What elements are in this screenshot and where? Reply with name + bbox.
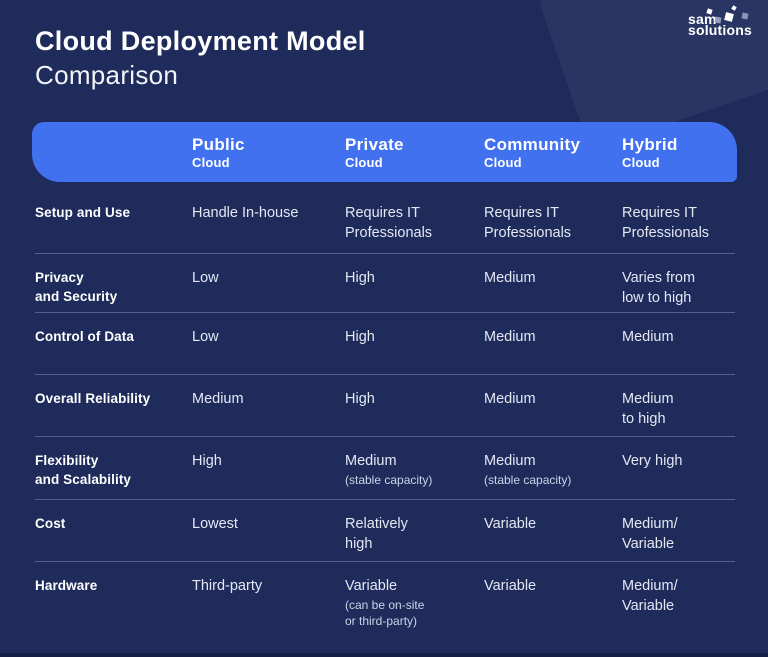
table-header-row: Public Cloud Private Cloud Community Clo… xyxy=(35,122,735,182)
table-cell: Variable xyxy=(484,576,622,657)
comparison-table: Public Cloud Private Cloud Community Clo… xyxy=(32,122,737,657)
row-label: Cost xyxy=(35,516,66,531)
cell-value: Relatively high xyxy=(345,516,408,552)
logo-text-solutions: solutions xyxy=(687,22,752,38)
title-line-2: Comparison xyxy=(35,60,179,91)
table-cell: Medium/ Variable xyxy=(622,576,735,657)
cell-value: Low xyxy=(192,270,219,286)
cell-note: (stable capacity) xyxy=(484,473,572,487)
column-subtitle: Cloud xyxy=(622,154,660,170)
table-cell: High xyxy=(345,389,484,436)
table-cell: High xyxy=(192,451,345,499)
table-row-privacy-and-security: Privacy and Security Low High Medium Var… xyxy=(35,254,735,313)
table-row-cost: Cost Lowest Relatively high Variable Med… xyxy=(35,500,735,562)
row-label: Control of Data xyxy=(35,329,134,344)
table-cell: Medium (stable capacity) xyxy=(345,451,484,499)
column-title: Private xyxy=(345,134,404,154)
logo-text-sam: sam xyxy=(687,11,717,27)
table-cell: Low xyxy=(192,327,345,374)
cell-value: Medium to high xyxy=(622,391,674,427)
table-row-control-of-data: Control of Data Low High Medium Medium xyxy=(35,313,735,375)
column-header-community: Community Cloud xyxy=(484,135,622,170)
cell-value: Low xyxy=(192,329,219,345)
cell-value: High xyxy=(345,391,375,407)
cell-value: Third-party xyxy=(192,578,263,594)
cell-value: Requires IT Professionals xyxy=(484,205,572,241)
column-header-private: Private Cloud xyxy=(345,135,484,170)
column-title: Public xyxy=(192,134,245,154)
cell-value: Variable xyxy=(484,516,537,532)
cell-value: Medium/ Variable xyxy=(622,578,678,614)
row-label: Setup and Use xyxy=(35,205,131,220)
table-cell: High xyxy=(345,327,484,374)
table-cell: Third-party xyxy=(192,576,345,657)
column-title: Community xyxy=(484,134,581,154)
cell-value: Medium/ Variable xyxy=(622,516,678,552)
column-subtitle: Cloud xyxy=(192,154,230,170)
cell-value: High xyxy=(345,329,375,345)
cell-value: Medium xyxy=(345,453,397,469)
column-subtitle: Cloud xyxy=(484,154,522,170)
table-cell: Requires IT Professionals xyxy=(622,203,735,253)
table-cell: Varies from low to high xyxy=(622,268,735,312)
table-cell: Very high xyxy=(622,451,735,499)
table-cell: High xyxy=(345,268,484,312)
table-cell: Requires IT Professionals xyxy=(484,203,622,253)
table-cell: Handle In-house xyxy=(192,203,345,253)
cell-value: Medium xyxy=(484,391,536,407)
table-cell: Requires IT Professionals xyxy=(345,203,484,253)
table-row-hardware: Hardware Third-party Variable (can be on-… xyxy=(35,562,735,657)
table-cell: Medium xyxy=(484,389,622,436)
column-header-public: Public Cloud xyxy=(192,135,345,170)
page-title: Cloud Deployment Model Comparison xyxy=(35,24,366,93)
logo-dot-icon xyxy=(714,16,722,24)
cell-value: Requires IT Professionals xyxy=(622,205,710,241)
table-cell: Relatively high xyxy=(345,514,484,561)
cell-value: Varies from low to high xyxy=(622,270,696,306)
table-cell: Variable xyxy=(484,514,622,561)
table-cell: Medium xyxy=(484,268,622,312)
column-title: Hybrid xyxy=(622,134,678,154)
cell-value: Requires IT Professionals xyxy=(345,205,433,241)
row-label: Hardware xyxy=(35,578,98,593)
cell-value: Medium xyxy=(192,391,244,407)
table-header-bar xyxy=(32,122,737,182)
logo-dot-icon xyxy=(741,12,749,20)
column-subtitle: Cloud xyxy=(345,154,383,170)
row-label: Privacy and Security xyxy=(35,270,118,304)
cell-value: Medium xyxy=(622,329,674,345)
cell-value: Variable xyxy=(345,578,398,594)
cell-value: Medium xyxy=(484,329,536,345)
cell-note: (stable capacity) xyxy=(345,473,433,487)
cell-value: Medium xyxy=(484,453,536,469)
cell-value: Variable xyxy=(484,578,537,594)
table-cell: Medium xyxy=(192,389,345,436)
table-cell: Medium xyxy=(484,327,622,374)
table-cell: Low xyxy=(192,268,345,312)
table-cell: Medium to high xyxy=(622,389,735,436)
cell-value: Lowest xyxy=(192,516,238,532)
cell-note: (can be on-site or third-party) xyxy=(345,598,425,628)
column-header-hybrid: Hybrid Cloud xyxy=(622,135,735,170)
row-label: Overall Reliability xyxy=(35,391,151,406)
table-cell: Lowest xyxy=(192,514,345,561)
table-row-setup-and-use: Setup and Use Handle In-house Requires I… xyxy=(35,182,735,254)
table-cell: Variable (can be on-site or third-party) xyxy=(345,576,484,657)
table-cell: Medium xyxy=(622,327,735,374)
cell-value: Handle In-house xyxy=(192,205,299,221)
title-line-1: Cloud Deployment Model xyxy=(35,26,366,56)
row-label: Flexibility and Scalability xyxy=(35,453,132,487)
cell-value: Very high xyxy=(622,453,683,469)
bottom-edge-strip xyxy=(0,653,768,657)
table-row-flexibility-and-scalability: Flexibility and Scalability High Medium (… xyxy=(35,437,735,500)
cell-value: High xyxy=(345,270,375,286)
table-cell: Medium/ Variable xyxy=(622,514,735,561)
cell-value: High xyxy=(192,453,222,469)
cell-value: Medium xyxy=(484,270,536,286)
table-cell: Medium (stable capacity) xyxy=(484,451,622,499)
table-row-overall-reliability: Overall Reliability Medium High Medium M… xyxy=(35,375,735,437)
sam-solutions-logo: sam solutions xyxy=(687,5,752,38)
